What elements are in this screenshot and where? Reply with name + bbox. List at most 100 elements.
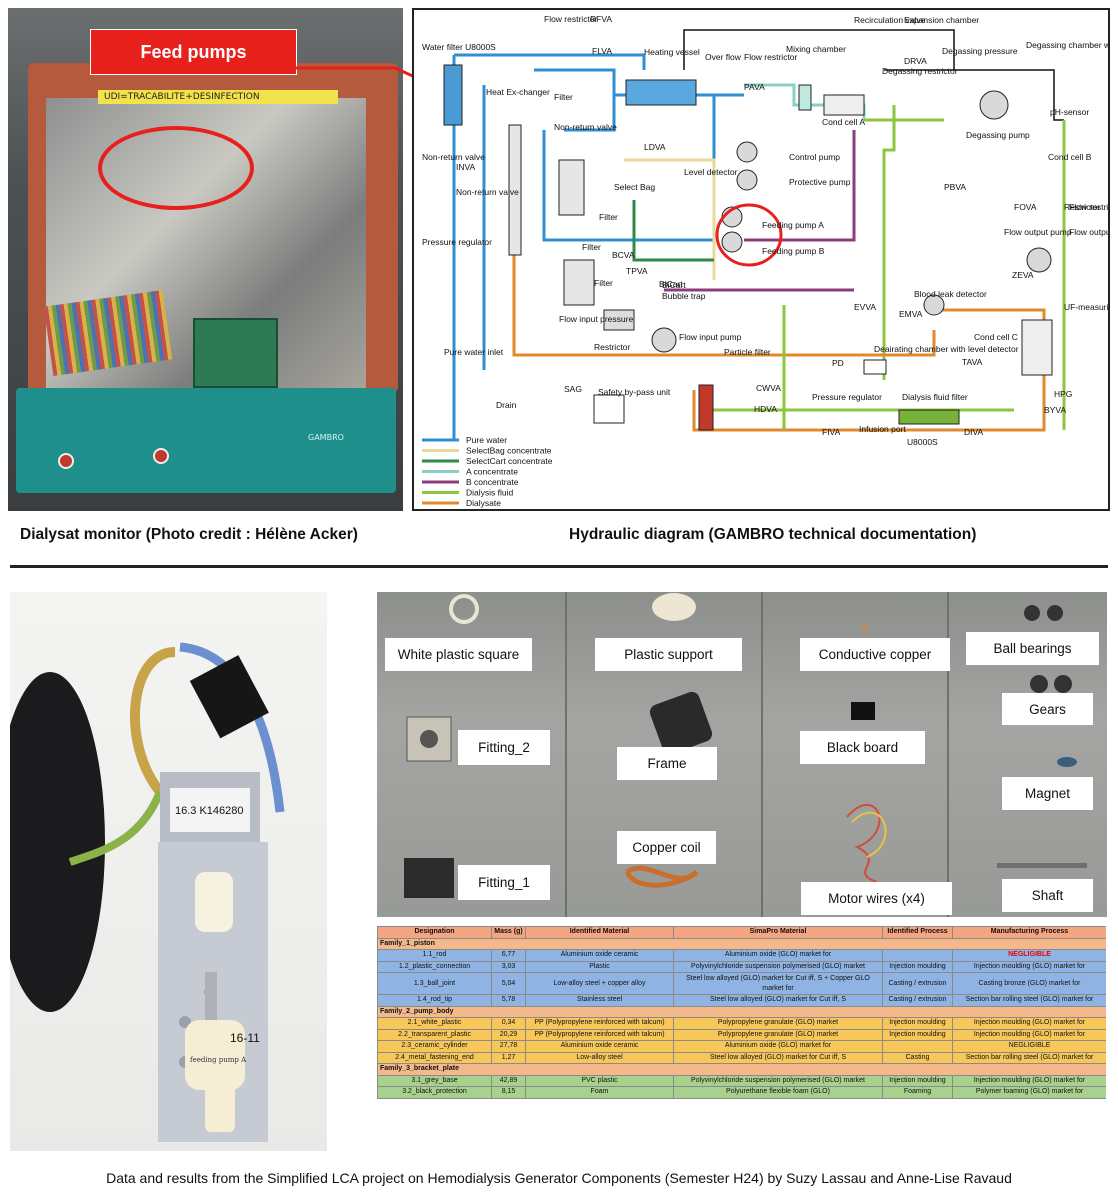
table-cell: NEGLIGIBLE xyxy=(952,949,1106,962)
diagram-label: pH-sensor xyxy=(1050,107,1089,117)
diagram-label: Cond cell C xyxy=(974,332,1018,342)
table-cell: 2.2_transparent_plastic xyxy=(377,1028,492,1041)
diagram-label: Flow input pressure xyxy=(559,314,633,324)
table-cell: Injection moulding (GLO) market for xyxy=(952,1017,1106,1030)
diagram-label: Flow restrictor xyxy=(544,14,598,24)
table-cell: Section bar rolling steel (GLO) market f… xyxy=(952,994,1106,1007)
diagram-label: PD xyxy=(832,358,844,368)
diagram-label: Feeding pump B xyxy=(762,246,825,256)
table-family-row: Family_3_bracket_plate xyxy=(377,1063,1106,1076)
footer-credit: Data and results from the Simplified LCA… xyxy=(106,1170,1012,1186)
connector-knob xyxy=(153,448,169,464)
table-cell: Foaming xyxy=(882,1086,953,1099)
table-cell: PP (Polypropylene reinforced with talcum… xyxy=(525,1028,674,1041)
diagram-label: CWVA xyxy=(756,383,781,393)
table-header-cell: SimaPro Material xyxy=(673,926,883,939)
table-cell: 8,15 xyxy=(491,1086,526,1099)
diagram-label: PAVA xyxy=(744,82,765,92)
diagram-label: ZEVA xyxy=(1012,270,1034,280)
table-cell: Polyvinylchloride suspension polymerised… xyxy=(673,960,883,973)
diagram-label: BCVA xyxy=(612,250,635,260)
diagram-label: Select Bag xyxy=(614,182,655,192)
monitor-caption: Dialysat monitor (Photo credit : Hélène … xyxy=(20,526,358,543)
table-cell: PVC plastic xyxy=(525,1074,674,1087)
table-cell: Casting xyxy=(882,1051,953,1064)
diagram-label: Flow output pressure xyxy=(1069,227,1110,237)
table-cell: Foam xyxy=(525,1086,674,1099)
diagram-label: HPG xyxy=(1054,389,1072,399)
table-cell: 1.2_plastic_connection xyxy=(377,960,492,973)
diagram-label: SAG xyxy=(564,384,582,394)
table-cell: Plastic xyxy=(525,960,674,973)
table-cell: Steel low alloyed (GLO) market for Cut i… xyxy=(673,1051,883,1064)
table-cell: Injection moulding (GLO) market for xyxy=(952,1074,1106,1087)
legend-label: A concentrate xyxy=(466,467,518,477)
table-cell: Low-alloy steel xyxy=(525,1051,674,1064)
table-cell: 27,78 xyxy=(491,1040,526,1053)
diagram-label: BYVA xyxy=(1044,405,1066,415)
diagram-label: Non-return valve xyxy=(554,122,617,132)
diagram-label: Heating vessel xyxy=(644,47,700,57)
feed-pumps-highlight-ellipse xyxy=(98,126,254,210)
diagram-label: Degassing restrictor xyxy=(882,66,958,76)
table-cell: 42,89 xyxy=(491,1074,526,1087)
table-cell: NEGLIGIBLE xyxy=(952,1040,1106,1053)
label-copper-coil: Copper coil xyxy=(617,831,716,864)
table-family-row: Family_2_pump_body xyxy=(377,1005,1106,1018)
diagram-label: Pressure regulator xyxy=(422,237,492,247)
label-white-plastic-square: White plastic square xyxy=(385,638,532,671)
table-cell: Injection moulding xyxy=(882,1028,953,1041)
table-cell: 2.4_metal_fastening_end xyxy=(377,1051,492,1064)
label-fitting-2: Fitting_2 xyxy=(458,730,550,765)
label-shaft: Shaft xyxy=(1002,879,1093,912)
circuit-board xyxy=(193,318,278,388)
connector-knob xyxy=(58,453,74,469)
table-cell: 1.3_ball_joint xyxy=(377,972,492,995)
legend-label: SelectBag concentrate xyxy=(466,446,552,456)
diagram-label: PBVA xyxy=(944,182,966,192)
table-cell: Stainless steel xyxy=(525,994,674,1007)
table-cell: Casting / extrusion xyxy=(882,994,953,1007)
diagram-label: BiCart xyxy=(659,279,683,289)
diagram-label: Protective pump xyxy=(789,177,851,187)
diagram-caption: Hydraulic diagram (GAMBRO technical docu… xyxy=(569,526,977,543)
diagram-label: Bubble trap xyxy=(662,291,706,301)
diagram-label: Drain xyxy=(496,400,517,410)
diagram-label: Pressure regulator xyxy=(812,392,882,402)
diagram-label: Filter xyxy=(599,212,618,222)
table-cell: 20,29 xyxy=(491,1028,526,1041)
table-family-row: Family_1_piston xyxy=(377,937,1106,950)
dialysat-monitor-photo: UDI=TRACABILITE+DESINFECTION GAMBRO Feed… xyxy=(8,8,403,511)
label-plastic-support: Plastic support xyxy=(595,638,742,671)
family-name-cell: Family_2_pump_body xyxy=(377,1005,1106,1018)
pump-tag-top: 16.3 K146280 xyxy=(175,805,244,817)
feed-pumps-callout: Feed pumps xyxy=(90,29,297,75)
components-photo: White plastic square Plastic support Con… xyxy=(377,592,1107,917)
diagram-label: Flow input pump xyxy=(679,332,742,342)
diagram-label: FLVA xyxy=(592,46,612,56)
diagram-label: FOVA xyxy=(1014,202,1037,212)
diagram-label: Deairating chamber with level detector xyxy=(874,344,1019,354)
table-cell: Injection moulding xyxy=(882,960,953,973)
diagram-label: Restrictor xyxy=(594,342,631,352)
table-header-cell: Identified Material xyxy=(525,926,674,939)
diagram-label: Recirculation valve xyxy=(854,15,926,25)
diagram-label: Blood leak detector xyxy=(914,289,987,299)
diagram-label: Degassing chamber with level detector xyxy=(1026,40,1110,50)
diagram-label: RFVA xyxy=(590,14,612,24)
diagram-label: Water filter U8000S xyxy=(422,42,496,52)
diagram-label: Flow output pump xyxy=(1004,227,1072,237)
diagram-label: TPVA xyxy=(626,266,648,276)
diagram-label: Infusion port xyxy=(859,424,906,434)
label-frame: Frame xyxy=(617,747,717,780)
